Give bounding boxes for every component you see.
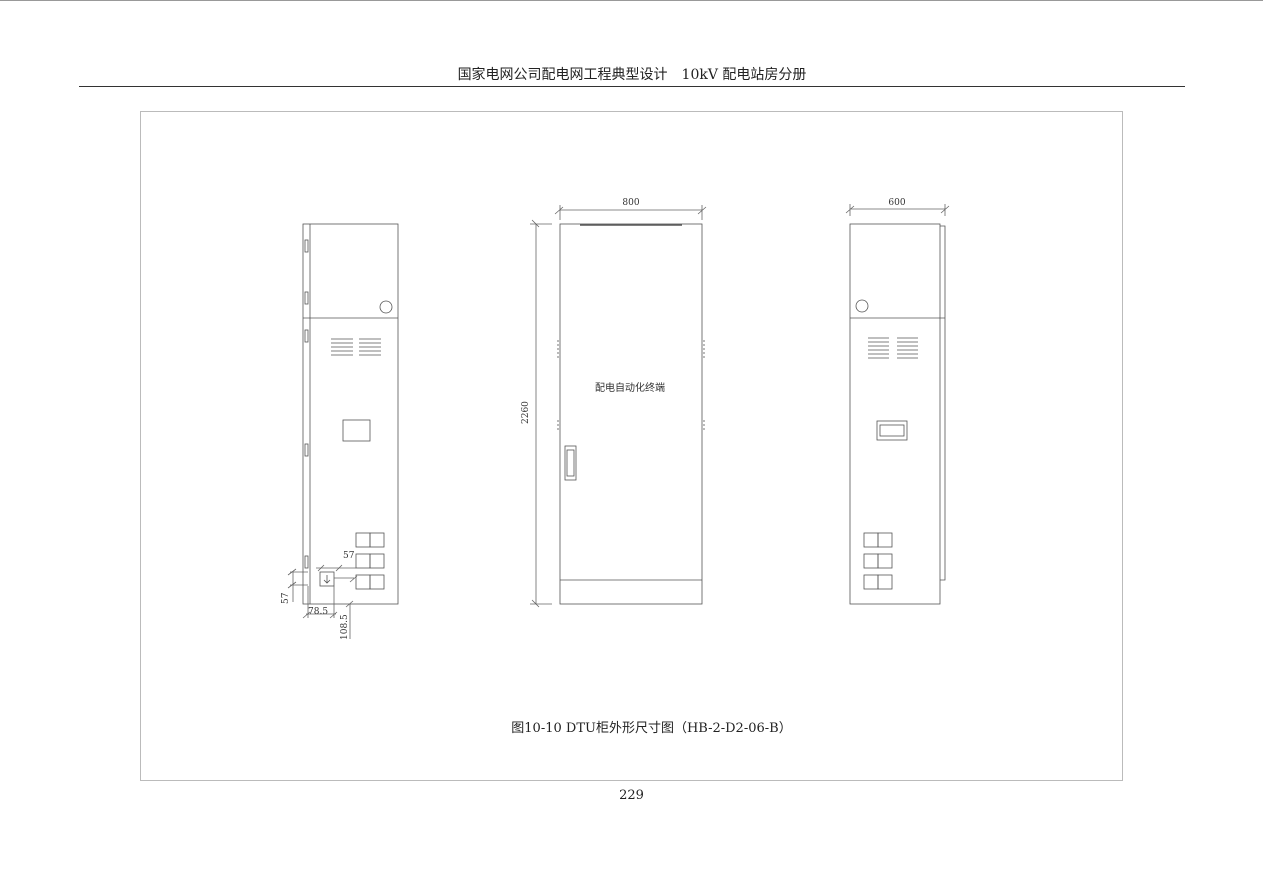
page-number: 229 [619, 788, 644, 803]
ground-terminal [319, 571, 335, 587]
dim-57-left: 57 [281, 592, 291, 604]
dim-78-5: 78.5 [308, 607, 328, 617]
front-view: 800 2260 配电自动化终端 [521, 198, 707, 608]
dim-108-5: 108.5 [340, 614, 350, 640]
dim-width-800: 800 [622, 198, 639, 208]
side-handle [876, 420, 908, 441]
right-side-view: 600 [845, 198, 950, 605]
cable-holes [355, 532, 385, 590]
left-side-view: 57 57 78.5 108.5 [281, 223, 399, 640]
vent-louvers [331, 338, 381, 356]
door-label: 配电自动化终端 [595, 381, 665, 394]
dim-57-top: 57 [343, 551, 355, 561]
figure-caption: 图10-10 DTU柜外形尺寸图（HB-2-D2-06-B） [511, 721, 792, 736]
top-border [0, 0, 1263, 1]
nameplate [342, 419, 371, 442]
drawing-frame [140, 111, 1123, 781]
dim-width-600: 600 [888, 198, 905, 208]
left-dimensions [287, 564, 358, 639]
dim-height-2260: 2260 [521, 401, 531, 424]
page-header: 国家电网公司配电网工程典型设计 10kV 配电站房分册 [457, 67, 807, 83]
door-handle [564, 445, 577, 481]
header-rule [79, 86, 1185, 87]
front-dimensions [530, 205, 707, 608]
hinges [304, 239, 309, 569]
